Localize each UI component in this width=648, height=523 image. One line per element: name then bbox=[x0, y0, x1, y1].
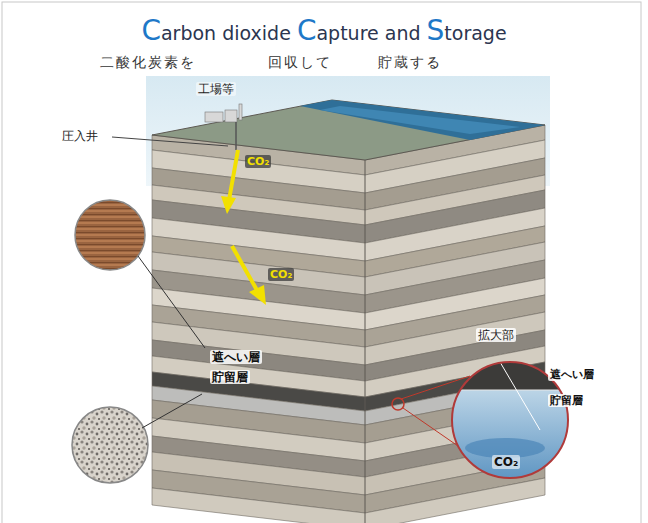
part-label: 拡大部 bbox=[476, 328, 516, 342]
reservoir-sample bbox=[72, 407, 148, 483]
art-rect bbox=[239, 104, 242, 120]
art-rect bbox=[205, 112, 223, 122]
layer-label: 遮へい層 bbox=[210, 350, 262, 364]
ground-surface bbox=[152, 100, 545, 160]
well-pipe bbox=[235, 122, 237, 150]
part-label: 圧入井 bbox=[62, 129, 98, 143]
block-edge bbox=[365, 160, 366, 523]
gas-label: CO₂ bbox=[268, 268, 294, 281]
co2-arrow bbox=[221, 150, 266, 305]
sea bbox=[300, 100, 545, 140]
sea-highlight bbox=[320, 106, 520, 134]
title-initial: S bbox=[427, 14, 445, 47]
gas-label: CO₂ bbox=[492, 455, 520, 469]
subtitle: 二酸化炭素を bbox=[100, 54, 196, 71]
zoom-line bbox=[403, 408, 458, 446]
title-initial: C bbox=[141, 14, 161, 47]
art-line bbox=[229, 150, 238, 200]
art-polygon bbox=[221, 196, 236, 214]
factory bbox=[205, 104, 242, 122]
zoom-marker bbox=[392, 398, 404, 410]
art-rect bbox=[225, 110, 237, 122]
gas-label: CO₂ bbox=[245, 155, 271, 168]
subtitle: 貯蔵する bbox=[378, 54, 442, 71]
leader-line bbox=[112, 137, 228, 146]
art-polygon bbox=[249, 285, 266, 305]
art-polygon bbox=[152, 478, 545, 523]
layer-label: 貯留層 bbox=[548, 394, 585, 407]
subtitle: 回収して bbox=[268, 54, 332, 71]
place-label: 工場等 bbox=[196, 82, 236, 96]
art-line bbox=[500, 362, 540, 430]
art-line bbox=[232, 246, 258, 292]
cap-rock-sample bbox=[75, 200, 145, 270]
art-line bbox=[450, 390, 572, 391]
layer-label: 貯留層 bbox=[210, 370, 250, 384]
leader-line bbox=[138, 256, 205, 348]
title-initial: C bbox=[297, 14, 317, 47]
layer-label: 遮へい層 bbox=[548, 368, 596, 381]
title: Carbon dioxide Capture and Storage bbox=[0, 14, 648, 47]
leader-line bbox=[142, 394, 202, 428]
